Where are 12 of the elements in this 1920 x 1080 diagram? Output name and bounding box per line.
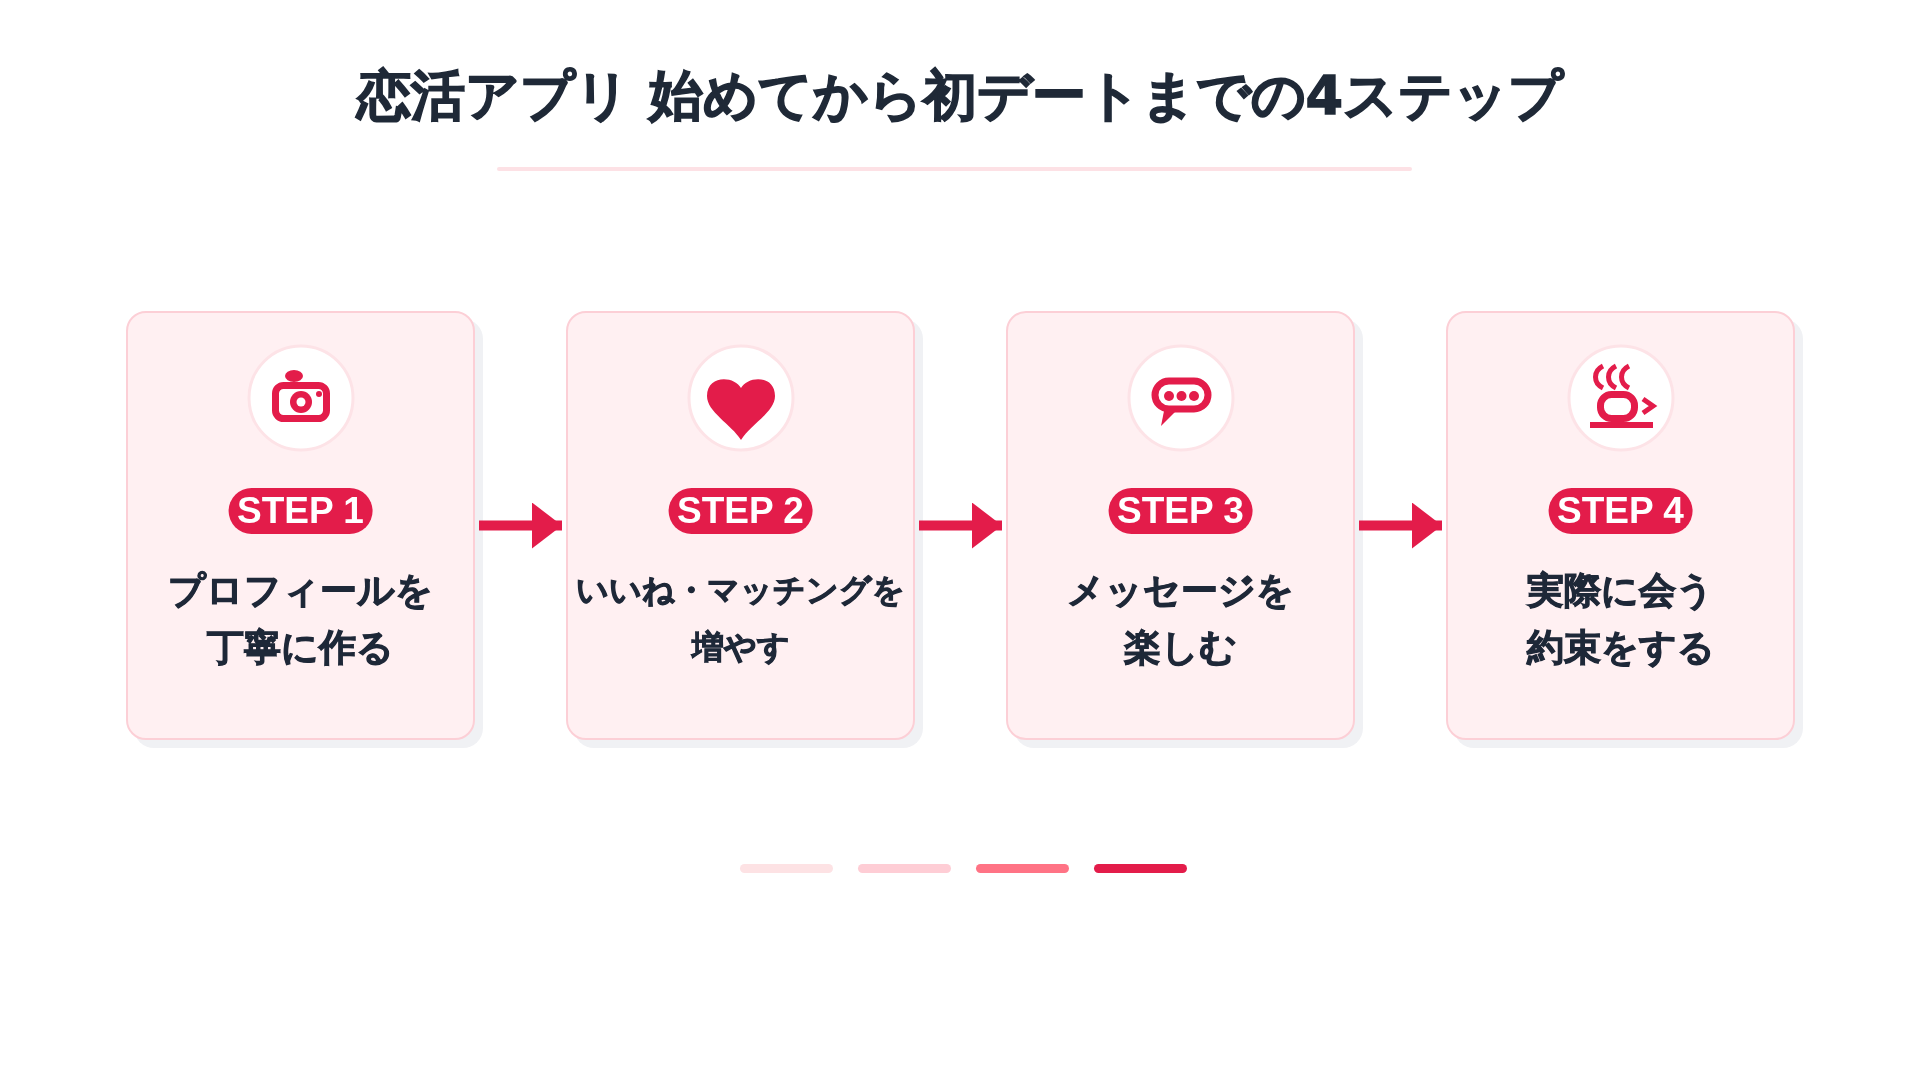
step-text: 実際に会う約束をする [1525,568,1716,671]
step-text: プロフィールを丁寧に作る [167,568,434,671]
step-badge: STEP 2 [668,488,813,534]
step-badge: STEP 1 [228,488,373,534]
arrow [479,502,562,549]
step-badge: STEP 3 [1108,488,1253,534]
step-text: メッセージを楽しむ [1066,568,1295,671]
arrow [919,502,1002,549]
step-text: いいね・マッチングを増やす [575,570,906,668]
step-badge: STEP 4 [1548,488,1693,534]
arrow [1359,502,1442,549]
title: 恋活アプリ 始めてから初デートまでの4ステップ [356,63,1564,129]
